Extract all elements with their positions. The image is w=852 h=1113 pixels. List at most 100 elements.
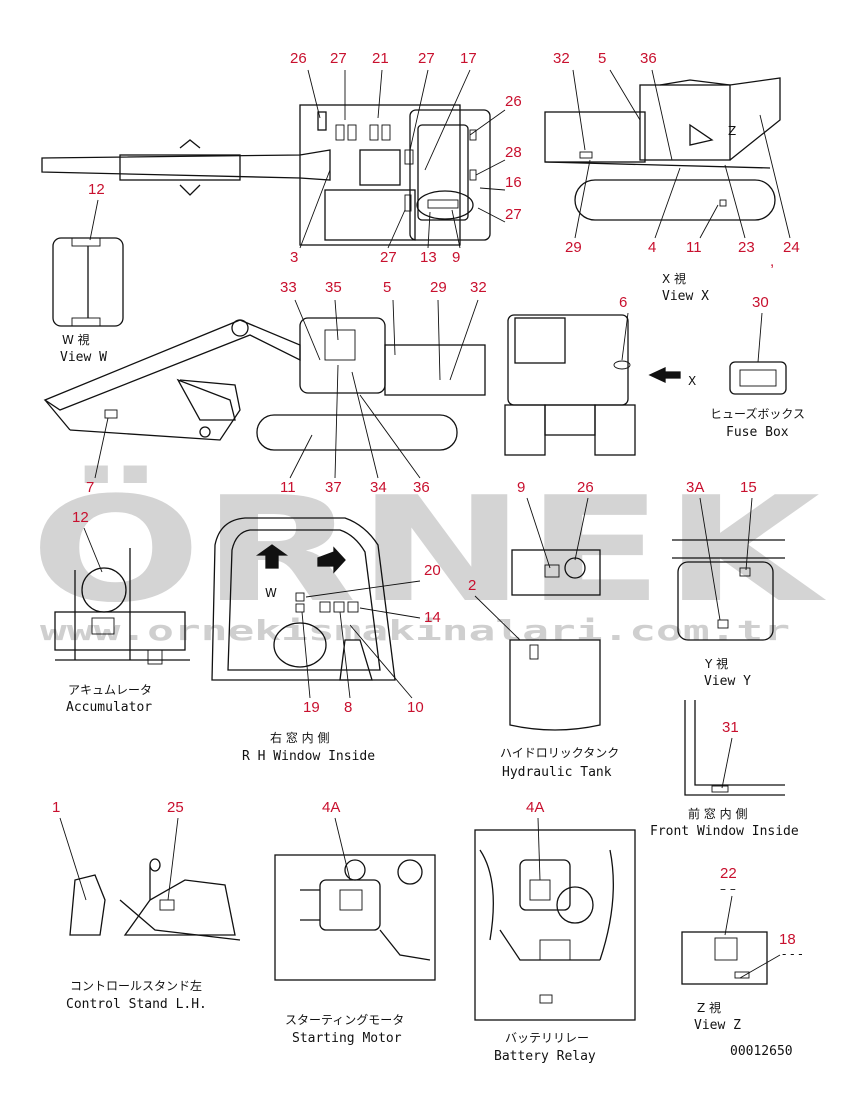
control-stand-caption: Control Stand L.H. xyxy=(66,997,207,1012)
watermark: ÖRNEK www.ornekismakinalari.com.tr xyxy=(30,466,826,647)
callout: 4 xyxy=(648,239,656,256)
side-view-drawing xyxy=(43,317,486,451)
battery-relay-caption-jp: バッテリリレー xyxy=(505,1031,589,1045)
callout: 3A xyxy=(686,479,704,496)
callout: 13 xyxy=(420,249,437,266)
callout: 24 xyxy=(783,239,800,256)
callout: 12 xyxy=(72,509,89,526)
callout: 23 xyxy=(738,239,755,256)
callout: 8 xyxy=(344,699,352,716)
callout: 33 xyxy=(280,279,297,296)
view-x-caption-jp: X 視 xyxy=(662,271,686,286)
watermark-url: www.ornekismakinalari.com.tr xyxy=(40,614,790,647)
callout: 6 xyxy=(619,294,627,311)
callout: 5 xyxy=(383,279,391,296)
callout: 18 xyxy=(779,931,796,948)
hydraulic-tank-caption-jp: ハイドロリックタンク xyxy=(500,746,619,760)
callout: 27 xyxy=(418,50,435,67)
front-window-view: 31 前 窓 内 側 Front Window Inside xyxy=(650,700,799,839)
callout: 37 xyxy=(325,479,342,496)
rh-window-caption-jp: 右 窓 内 側 xyxy=(270,730,329,745)
rear-view: X 6 30 ヒューズボックス Fuse Box xyxy=(504,294,805,456)
callout: 12 xyxy=(88,181,105,198)
z-dashes: – – xyxy=(720,882,736,896)
callout: 11 xyxy=(280,479,296,496)
callout: 26 xyxy=(290,50,307,67)
battery-relay-caption: Battery Relay xyxy=(494,1049,596,1064)
x-label: X xyxy=(688,374,696,388)
callout: 28 xyxy=(505,144,522,161)
callout: 7 xyxy=(86,479,94,496)
callout: 27 xyxy=(330,50,347,67)
front-window-caption-jp: 前 窓 内 側 xyxy=(688,806,747,821)
drawing-number: 00012650 xyxy=(730,1044,793,1059)
accumulator-caption: Accumulator xyxy=(66,700,152,715)
hydraulic-tank-caption: Hydraulic Tank xyxy=(502,765,612,780)
callout: 3 xyxy=(290,249,298,266)
hydraulic-tank-view: 9 26 2 ハイドロリックタンク Hydraulic Tank xyxy=(468,479,619,780)
view-z: 22 – – 18 - - - Z 視 View Z xyxy=(681,865,803,1033)
fuse-box-caption: Fuse Box xyxy=(726,425,789,440)
comma-mark: , xyxy=(770,253,774,270)
callout: 30 xyxy=(752,294,769,311)
callout: 27 xyxy=(505,206,522,223)
z-dots: - - - xyxy=(782,947,803,961)
view-y-caption-jp: Y 視 xyxy=(704,656,728,671)
callout: 16 xyxy=(505,174,522,191)
callout: 4A xyxy=(526,799,544,816)
accumulator-caption-jp: アキュムレータ xyxy=(68,683,152,697)
callout: 32 xyxy=(553,50,570,67)
callout: 15 xyxy=(740,479,757,496)
z-label: Z xyxy=(728,124,736,138)
callout: 21 xyxy=(372,50,389,67)
starting-motor-caption-jp: スターティングモータ xyxy=(285,1013,404,1027)
callout: 22 xyxy=(720,865,737,882)
starting-motor-caption: Starting Motor xyxy=(292,1031,402,1046)
starting-motor-view: 4A スターティングモータ Starting Motor xyxy=(274,799,436,1046)
view-w-caption: View W xyxy=(60,350,107,365)
top-view-drawing xyxy=(41,104,491,246)
callout: 19 xyxy=(303,699,320,716)
w-label: W xyxy=(265,586,277,600)
accumulator-view: 12 アキュムレータ Accumulator xyxy=(54,509,190,715)
callout: 34 xyxy=(370,479,387,496)
callout: 2 xyxy=(468,577,476,594)
rh-window-view: W 20 14 19 8 10 右 窓 内 側 R H Window Insid… xyxy=(211,517,441,764)
view-w: 12 W 視 View W xyxy=(52,181,124,365)
fuse-box-caption-jp: ヒューズボックス xyxy=(710,406,805,421)
callout: 27 xyxy=(380,249,397,266)
side-view-callouts: 33 35 5 29 32 11 37 34 36 7 xyxy=(86,279,487,496)
view-z-caption-jp: Z 視 xyxy=(697,1000,721,1015)
callout: 10 xyxy=(407,699,424,716)
callout: 26 xyxy=(577,479,594,496)
top-view-callouts: 26 27 21 27 17 26 28 16 27 3 27 13 9 xyxy=(290,50,522,266)
callout: 20 xyxy=(424,562,441,579)
view-x-caption: View X xyxy=(662,289,709,304)
callout: 32 xyxy=(470,279,487,296)
callout: 29 xyxy=(430,279,447,296)
callout: 31 xyxy=(722,719,739,736)
view-y-caption: View Y xyxy=(704,674,751,689)
watermark-logo: ÖRNEK xyxy=(30,466,826,635)
callout: 1 xyxy=(52,799,60,816)
callout: 29 xyxy=(565,239,582,256)
callout: 25 xyxy=(167,799,184,816)
view-x: Z 32 5 36 29 4 11 23 24 , X 視 View X xyxy=(544,50,800,304)
view-z-caption: View Z xyxy=(694,1018,741,1033)
callout: 5 xyxy=(598,50,606,67)
rh-window-caption: R H Window Inside xyxy=(242,749,375,764)
control-stand-view: 1 25 コントロールスタンド左 Control Stand L.H. xyxy=(52,799,241,1012)
view-w-caption-jp: W 視 xyxy=(62,332,90,347)
callout: 11 xyxy=(686,239,702,256)
front-window-caption: Front Window Inside xyxy=(650,824,799,839)
callout: 35 xyxy=(325,279,342,296)
callout: 36 xyxy=(413,479,430,496)
battery-relay-view: 4A バッテリリレー Battery Relay xyxy=(474,799,636,1064)
callout: 4A xyxy=(322,799,340,816)
callout: 36 xyxy=(640,50,657,67)
callout: 9 xyxy=(517,479,525,496)
callout: 17 xyxy=(460,50,477,67)
callout: 9 xyxy=(452,249,460,266)
view-y: 3A 15 Y 視 View Y xyxy=(672,479,785,689)
